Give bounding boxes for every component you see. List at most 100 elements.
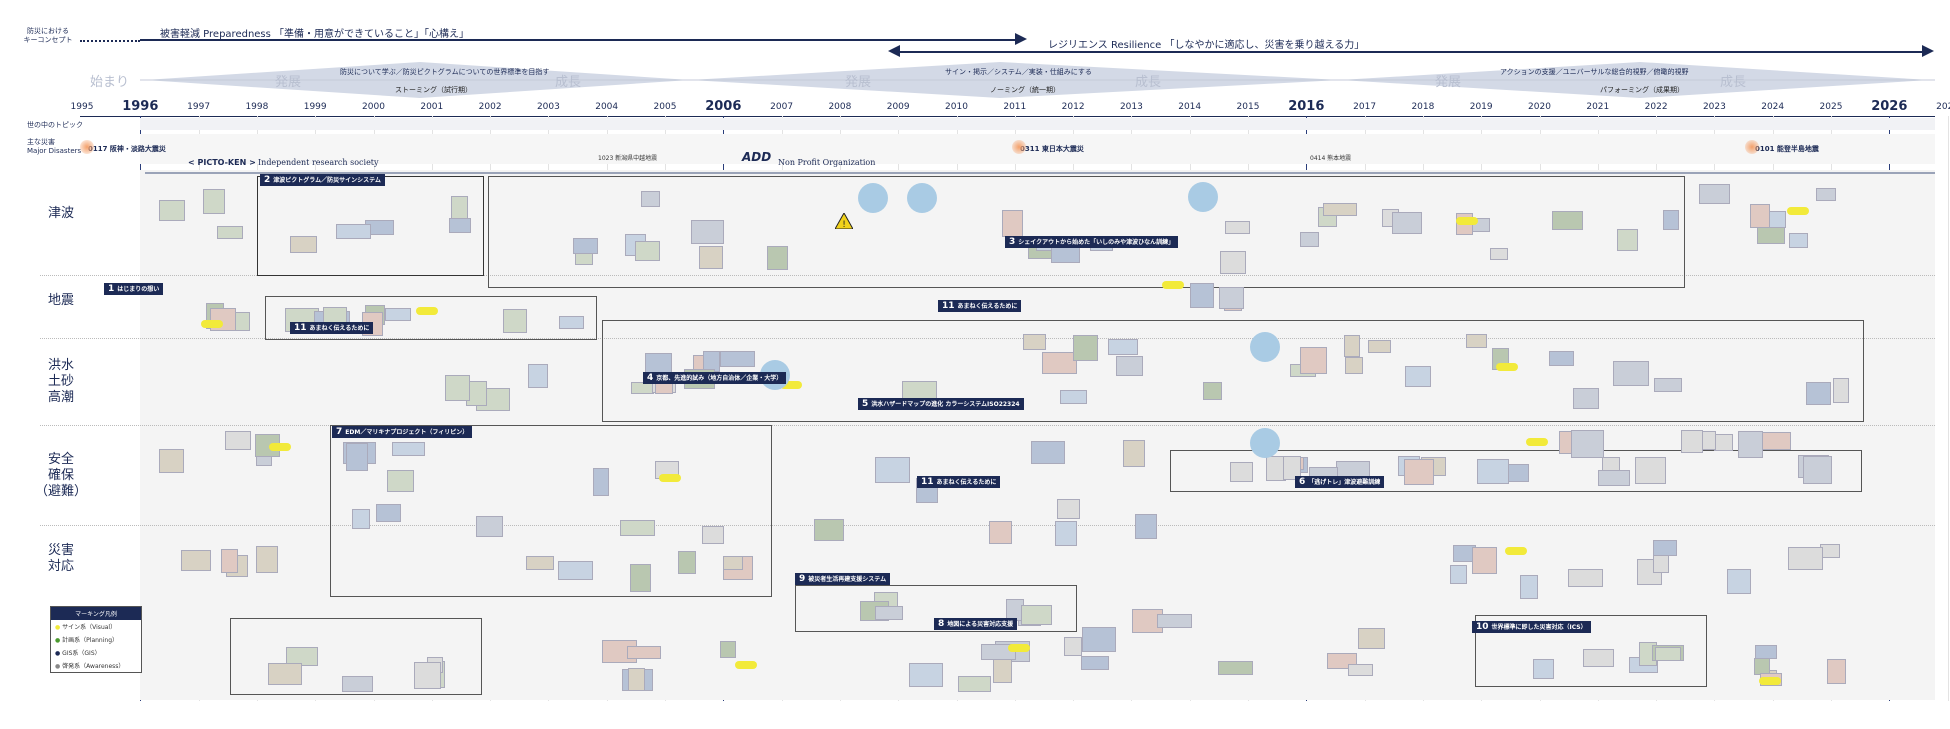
era-phase-2: ノーミング（統一期） <box>990 85 1060 95</box>
year-2007: 2007 <box>770 102 793 112</box>
project-thumbnail <box>1344 335 1360 357</box>
project-thumbnail <box>814 519 844 541</box>
project-thumbnail <box>1031 441 1065 464</box>
iso-badge <box>1188 182 1218 212</box>
project-thumbnail <box>875 606 903 620</box>
project-thumbnail <box>1571 430 1604 458</box>
project-thumbnail <box>476 516 503 537</box>
callout-5: 5洪水ハザードマップの進化 カラーシステムISO22324 <box>858 398 1024 410</box>
project-thumbnail <box>449 218 471 233</box>
year-1995: 1995 <box>71 102 94 112</box>
visual-tag <box>416 307 438 315</box>
disaster-glow <box>1012 140 1026 154</box>
project-thumbnail <box>1108 339 1138 355</box>
project-thumbnail <box>1135 514 1157 539</box>
stage-start: 始まり <box>90 71 129 90</box>
project-thumbnail <box>1699 184 1730 204</box>
project-thumbnail <box>1230 462 1253 482</box>
project-thumbnail <box>1806 382 1831 405</box>
disaster-2016: 0414 熊本地震 <box>1310 153 1351 162</box>
legend-item-awareness: ● 啓発系（Awareness） <box>51 659 141 672</box>
project-thumbnail <box>1827 659 1846 684</box>
project-thumbnail <box>1714 434 1733 451</box>
visual-tag <box>1496 363 1518 371</box>
visual-tag <box>1008 644 1030 652</box>
era-phase-3: パフォーミング（成果期） <box>1600 85 1684 95</box>
project-thumbnail <box>630 564 651 592</box>
year-1999: 1999 <box>304 102 327 112</box>
stage-grow-2: 成長 <box>1135 71 1161 90</box>
preparedness-arrow-icon <box>1015 33 1027 45</box>
project-box <box>602 320 1864 422</box>
project-thumbnail <box>641 191 660 207</box>
project-thumbnail <box>1450 565 1467 584</box>
stage-develop-3: 発展 <box>1435 71 1461 90</box>
project-thumbnail <box>1042 352 1077 374</box>
project-thumbnail <box>225 431 251 450</box>
callout-6: 6「逃げトレ」津波避難訓練 <box>1295 476 1384 488</box>
project-thumbnail <box>628 668 645 691</box>
era-label-3: アクションの支援／ユニバーサルな総合的視野／俯瞰的視野 <box>1500 67 1689 77</box>
project-thumbnail <box>1727 569 1751 594</box>
row-label-safety: 安全 確保 （避難） <box>34 452 88 500</box>
project-thumbnail <box>414 662 441 689</box>
project-thumbnail <box>1803 456 1832 484</box>
year-2005: 2005 <box>654 102 677 112</box>
callout-7: 7EDM／マリキナプロジェクト（フィリピン） <box>332 426 472 438</box>
project-box <box>488 176 1685 288</box>
year-2009: 2009 <box>887 102 910 112</box>
project-thumbnail <box>635 241 660 261</box>
year-2018: 2018 <box>1411 102 1434 112</box>
project-thumbnail <box>445 375 470 401</box>
project-thumbnail <box>1549 351 1574 366</box>
project-thumbnail <box>1472 547 1497 574</box>
project-thumbnail <box>702 526 724 544</box>
stage-grow-1: 成長 <box>555 71 581 90</box>
project-thumbnail <box>1598 470 1630 486</box>
year-2022: 2022 <box>1645 102 1668 112</box>
project-thumbnail <box>720 351 755 367</box>
disaster-glow <box>1745 140 1759 154</box>
project-thumbnail <box>268 663 302 685</box>
era-label-1: 防災について学ぶ／防災ピクトグラムについての世界標準を目指す <box>340 67 549 77</box>
key-concept-label: 防災における キーコンセプト <box>18 27 78 45</box>
legend-item-gis: ● GIS系（GIS） <box>51 646 141 659</box>
project-thumbnail <box>352 509 370 529</box>
callout-1: 1はじまりの想い <box>104 283 163 295</box>
project-thumbnail <box>1123 440 1145 467</box>
project-thumbnail <box>1218 661 1253 675</box>
project-thumbnail <box>346 443 368 471</box>
project-thumbnail <box>1653 540 1677 556</box>
resilience-right-arrow-icon <box>1922 45 1934 57</box>
project-thumbnail <box>558 561 593 580</box>
iso-badge <box>907 183 937 213</box>
visual-tag <box>1526 438 1548 446</box>
stage-grow-3: 成長 <box>1720 71 1746 90</box>
project-thumbnail <box>1392 212 1422 234</box>
project-thumbnail <box>1635 457 1666 484</box>
visual-tag <box>201 320 223 328</box>
project-thumbnail <box>1190 283 1214 308</box>
year-2004: 2004 <box>595 102 618 112</box>
project-thumbnail <box>1654 378 1682 392</box>
project-thumbnail <box>1220 251 1246 274</box>
project-thumbnail <box>1323 203 1357 216</box>
stage-develop-2: 発展 <box>845 71 871 90</box>
legend-title: マーキング凡例 <box>51 607 141 620</box>
project-thumbnail <box>1552 211 1583 230</box>
project-thumbnail <box>1368 340 1391 353</box>
project-thumbnail <box>1055 521 1077 546</box>
callout-9: 9被災者生活再建支援システム <box>795 573 890 585</box>
resilience-left-arrow-icon <box>888 45 900 57</box>
row-separator <box>40 425 1935 426</box>
project-thumbnail <box>1219 287 1244 309</box>
row-separator <box>40 525 1935 526</box>
project-thumbnail <box>1082 627 1116 652</box>
visual-tag <box>269 443 291 451</box>
iso-badge <box>1250 332 1280 362</box>
project-thumbnail <box>1300 347 1327 374</box>
project-thumbnail <box>1613 361 1649 386</box>
year-2002: 2002 <box>479 102 502 112</box>
project-thumbnail <box>1681 430 1703 453</box>
